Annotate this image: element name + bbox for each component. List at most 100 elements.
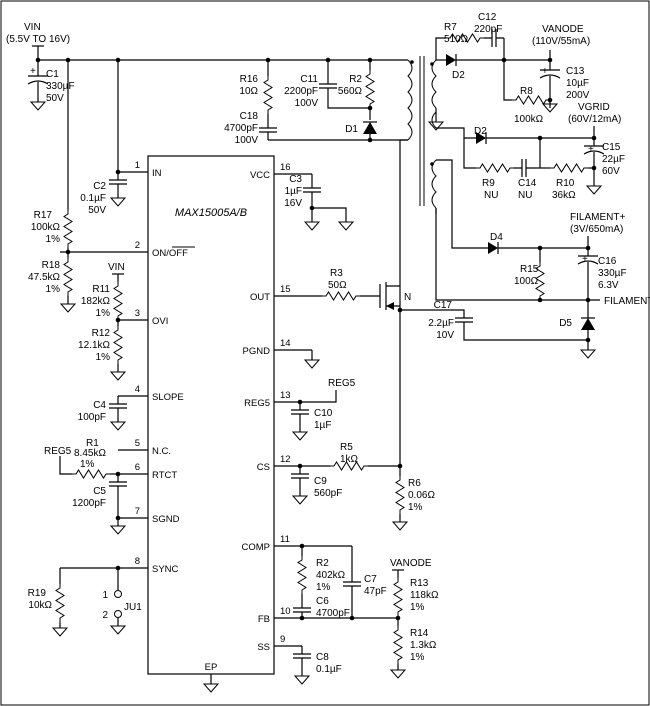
mosfet-r3: N R3 50Ω: [321, 268, 411, 310]
pin-num-8: 8: [135, 556, 140, 567]
label-components-r9-ref: R9: [482, 178, 495, 189]
label-components-c6-v1: 4700pF: [316, 608, 350, 619]
label-components-c11-ref: C11: [300, 74, 318, 85]
label-components-r6-ref: R6: [408, 478, 421, 489]
pin-num-10: 10: [280, 606, 291, 617]
pin-num-16: 16: [280, 162, 291, 173]
label-components-r13-ref: R13: [410, 578, 429, 589]
label-components-c16-v2: 6.3V: [598, 280, 619, 291]
label-components-r16-ref: R16: [240, 74, 259, 85]
label-components-c12-v1: 220pF: [474, 24, 502, 35]
label-components-c3-ref: C3: [289, 174, 302, 185]
transformer: [399, 56, 437, 466]
label-nets-jumper_pin2: 2: [102, 610, 108, 621]
label-components-d2b-ref: D2: [474, 126, 487, 137]
vanode-spec: (110V/55mA): [532, 36, 590, 47]
label-components-r2b-v1: 402kΩ: [316, 570, 346, 581]
label-components-c9-ref: C9: [314, 476, 327, 487]
label-components-r12-ref: R12: [92, 328, 111, 339]
label-components-r18-ref: R18: [42, 260, 61, 271]
filament-plus-label: FILAMENT+: [570, 212, 625, 223]
label-components-c3-v2: 16V: [284, 198, 302, 209]
pin-label-in: IN: [152, 168, 162, 179]
ic-right-pins: 16 VCC 15 OUT 14 PGND 13 REG5 12 CS 11 C…: [242, 162, 398, 653]
label-components-r10-ref: R10: [556, 178, 575, 189]
label-components-c8-v1: 0.1µF: [316, 664, 342, 675]
pin-label-nc: N.C.: [152, 446, 171, 457]
pin-label-reg5: REG5: [244, 398, 270, 409]
pin-label-cs: CS: [257, 462, 270, 473]
cs-network: C9 560pF R5 1kΩ R6 0.06Ω 1%: [290, 442, 435, 531]
label-components-r11-v1: 182kΩ: [81, 296, 111, 307]
label-components-r2b-ref: R2: [316, 558, 329, 569]
label-components-c1-v2: 50V: [46, 93, 64, 104]
label-components-r2-ref: R2: [349, 74, 362, 85]
label-nets-mosfet: N: [404, 292, 411, 303]
r17-r18: R17 100kΩ 1% R18 47.5kΩ 1%: [28, 60, 76, 313]
label-components-c13-v1: 10µF: [566, 78, 589, 89]
anode-output: R7 510Ω C12 220pF D2 R8 100kΩ + C13 10µF…: [428, 12, 590, 131]
ss-c8: C8 0.1µF: [292, 645, 342, 685]
pin-num-11: 11: [280, 534, 290, 545]
c3: C3 1µF 16V: [284, 174, 354, 231]
label-nets-jumper_pin1: 1: [102, 590, 108, 601]
label-nets-reg5_b: REG5: [328, 378, 356, 389]
label-components-r14-ref: R14: [410, 628, 429, 639]
pin-num-15: 15: [280, 284, 291, 295]
c4: C4 100pF: [78, 395, 128, 431]
filament-minus-label: FILAMENT-: [604, 296, 650, 307]
svg-text:+: +: [588, 144, 594, 155]
pin-num-13: 13: [280, 390, 291, 401]
pgnd: [304, 350, 320, 369]
label-components-c3-v1: 1µF: [285, 186, 302, 197]
label-components-c10-ref: C10: [314, 408, 333, 419]
label-components-r17-v1: 100kΩ: [31, 222, 61, 233]
label-components-r12-v2: 1%: [96, 352, 111, 363]
label-components-c10-v1: 1µF: [314, 420, 331, 431]
label-components-r19-ref: R19: [28, 588, 47, 599]
pin-label-pgnd: PGND: [243, 346, 271, 357]
vin-range: (5.5V TO 16V): [6, 34, 70, 45]
label-components-c18-v1: 4700pF: [224, 123, 258, 134]
label-components-r11-v2: 1%: [96, 308, 111, 319]
label-components-c4-v1: 100pF: [78, 412, 106, 423]
pin-num-6: 6: [135, 462, 140, 473]
label-components-r3-v1: 50Ω: [328, 280, 347, 291]
label-components-r3-ref: R3: [330, 268, 343, 279]
label-components-c18-v2: 100V: [235, 135, 259, 146]
pin-num-9: 9: [280, 634, 285, 645]
r13-r14: VANODE R13 118kΩ 1% R14 1.3kΩ 1%: [390, 558, 439, 679]
label-components-c8-ref: C8: [316, 652, 329, 663]
label-components-c7-v1: 47pF: [364, 586, 387, 597]
label-components-c5-v1: 1200pF: [72, 498, 106, 509]
label-components-r17-ref: R17: [34, 210, 53, 221]
pin-label-slope: SLOPE: [152, 392, 184, 403]
ic-name: MAX15005A/B: [175, 207, 247, 219]
pin-num-7: 7: [135, 506, 140, 517]
r1-c5: REG5 R1 8.45kΩ 1% C5 1200pF: [44, 438, 128, 535]
label-components-r5-ref: R5: [340, 442, 353, 453]
label-components-r1-ref: R1: [86, 438, 99, 449]
pin-label-rtct: RTCT: [152, 470, 177, 481]
label-components-r1-v1: 8.45kΩ: [74, 448, 106, 459]
filament-spec: (3V/650mA): [570, 224, 623, 235]
label-components-r7-v1: 510Ω: [444, 34, 469, 45]
pin-num-14: 14: [280, 338, 291, 349]
pin-label-sgnd: SGND: [152, 514, 180, 525]
label-components-c6-ref: C6: [316, 596, 329, 607]
label-components-r2b-v2: 1%: [316, 582, 331, 593]
label-components-r10-v1: 36kΩ: [552, 190, 576, 201]
svg-text:+: +: [582, 254, 588, 265]
label-components-r14-v2: 1%: [410, 652, 425, 663]
label-components-d4-ref: D4: [490, 232, 503, 243]
pin-label-ss: SS: [257, 642, 270, 653]
pin-num-12: 12: [280, 454, 291, 465]
label-components-r15-ref: R15: [520, 264, 539, 275]
label-components-r7-ref: R7: [444, 22, 457, 33]
label-components-d2a-ref: D2: [452, 70, 465, 81]
label-components-c14-v1: NU: [518, 190, 532, 201]
label-components-c1-ref: C1: [46, 69, 59, 80]
label-components-r19-v1: 10kΩ: [28, 600, 52, 611]
pin-num-3: 3: [135, 308, 140, 319]
